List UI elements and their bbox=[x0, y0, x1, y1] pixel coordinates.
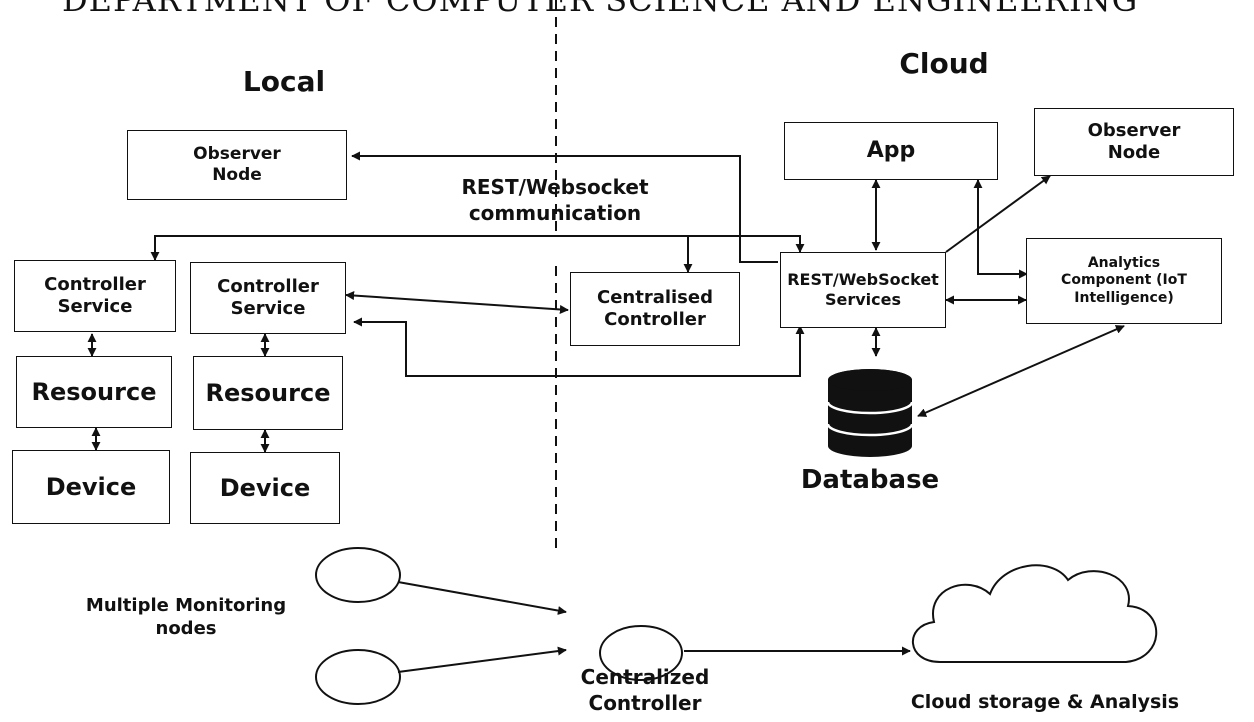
rest-websocket-communication-label: REST/Websocket communication bbox=[461, 175, 649, 225]
page-header-title: DEPARTMENT OF COMPUTER SCIENCE AND ENGIN… bbox=[62, 0, 1138, 18]
resource-2: Resource bbox=[193, 356, 343, 430]
cloud-storage-analysis-label: Cloud storage & Analysis bbox=[910, 691, 1180, 713]
section-cloud-label: Cloud bbox=[899, 47, 989, 80]
edge-analytics-app bbox=[973, 179, 1028, 279]
observer-node-cloud: Observer Node bbox=[1034, 108, 1234, 176]
edge-bus-controller1-rest bbox=[150, 235, 805, 261]
page-header: DEPARTMENT OF COMPUTER SCIENCE AND ENGIN… bbox=[0, 0, 1254, 18]
observer-node-local: Observer Node bbox=[127, 130, 347, 200]
edge-monitor1-controller bbox=[397, 581, 567, 616]
edge-analytics-database bbox=[917, 325, 1125, 417]
edge-monitor2-controller bbox=[397, 646, 567, 673]
device-2: Device bbox=[190, 452, 340, 524]
section-local-label: Local bbox=[242, 65, 326, 98]
database-icon bbox=[826, 369, 914, 457]
analytics-component: Analytics Component (IoT Intelligence) bbox=[1026, 238, 1222, 324]
database-label: Database bbox=[800, 465, 940, 495]
app-box: App bbox=[784, 122, 998, 180]
multiple-monitoring-nodes-label: Multiple Monitoring nodes bbox=[85, 595, 287, 640]
rest-websocket-services: REST/WebSocket Services bbox=[780, 252, 946, 328]
centralized-controller-label: Centralized Controller bbox=[580, 665, 710, 715]
controller-service-1: Controller Service bbox=[14, 260, 176, 332]
device-1: Device bbox=[12, 450, 170, 524]
edge-controller2-centralised bbox=[345, 291, 569, 314]
edge-controller2-rest bbox=[353, 317, 805, 377]
centralized-controller-node bbox=[599, 625, 683, 681]
monitoring-node-1 bbox=[315, 547, 401, 603]
controller-service-2: Controller Service bbox=[190, 262, 346, 334]
edge-rest-to-observer-local bbox=[351, 151, 778, 263]
cloud-storage-shape bbox=[911, 564, 1158, 663]
resource-1: Resource bbox=[16, 356, 172, 428]
centralised-controller: Centralised Controller bbox=[570, 272, 740, 346]
monitoring-node-2 bbox=[315, 649, 401, 705]
